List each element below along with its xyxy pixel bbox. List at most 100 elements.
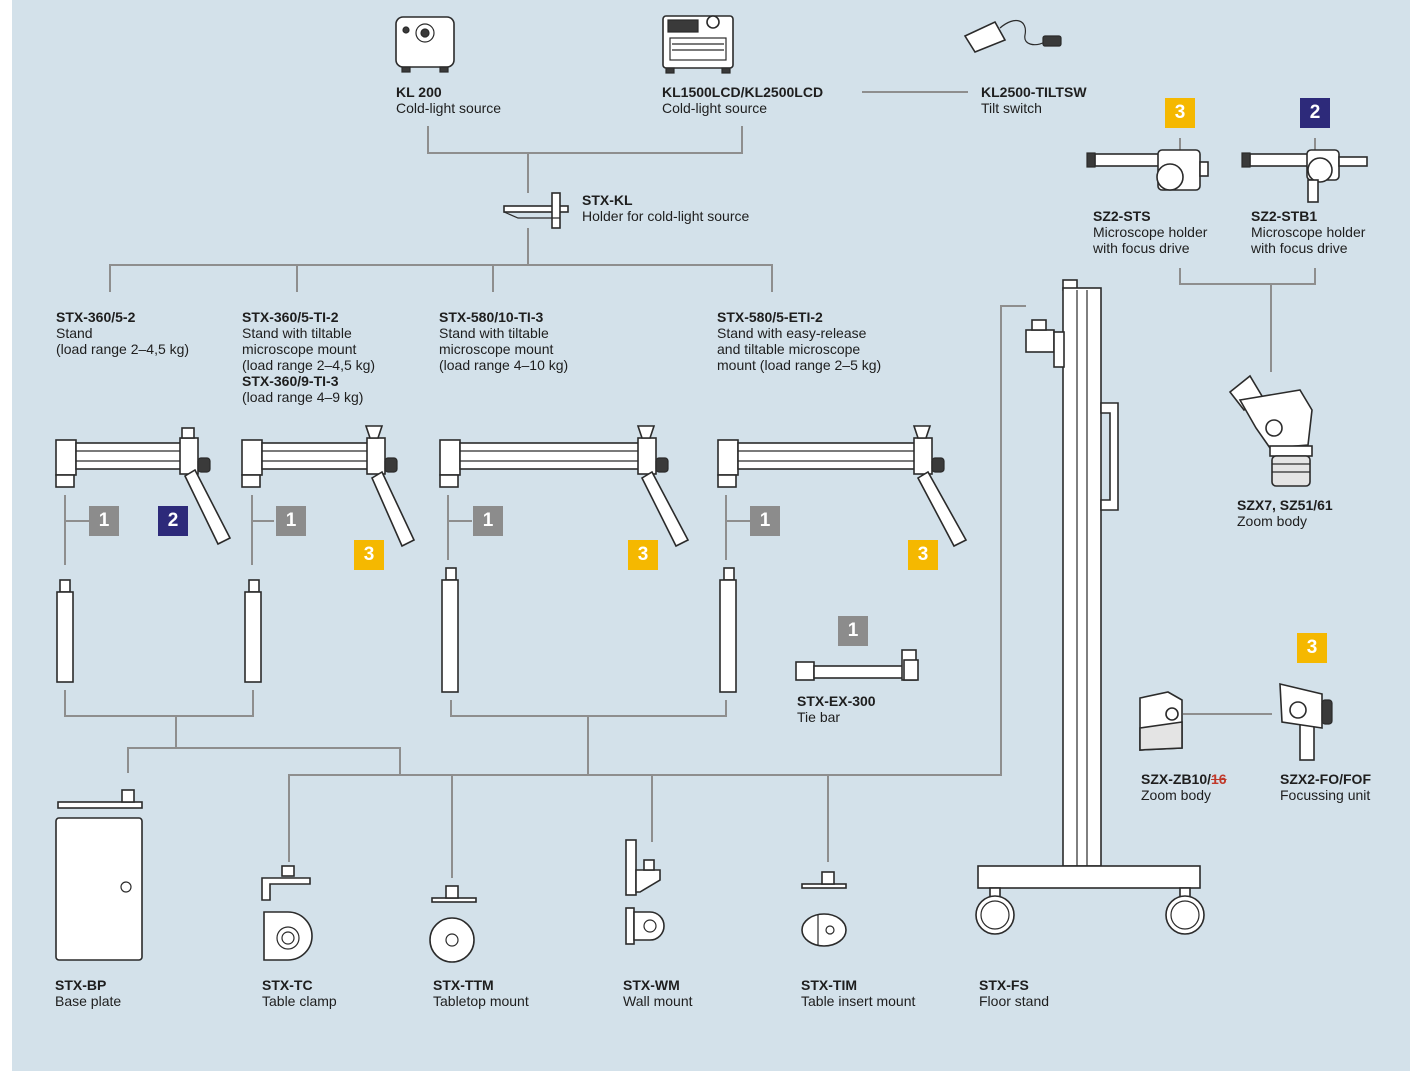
stxkl-desc: Holder for cold-light source [582,208,750,224]
szx2-fo-illustration [1279,682,1333,761]
stx360-52-desc1: Stand [56,325,93,341]
label-szx7: SZX7, SZ51/61 Zoom body [1237,497,1333,529]
label-stxfs: STX-FS Floor stand [979,977,1049,1009]
stx580-10-desc1: Stand with tiltable [439,325,549,341]
stand-stx580-10-illustration [439,425,690,548]
stx360-9ti-code: STX-360/9-TI-3 [242,373,339,389]
label-stx580-5: STX-580/5-ETI-2 Stand with easy-release … [717,309,881,373]
stxttm-desc: Tabletop mount [433,993,529,1009]
kl2500tilt-desc: Tilt switch [981,100,1042,116]
stxfs-code: STX-FS [979,977,1029,993]
label-kl1500: KL1500LCD/KL2500LCD Cold-light source [662,84,823,116]
badge-1-stand-b: 1 [276,506,306,536]
stx360-5ti-desc3: (load range 2–4,5 kg) [242,357,376,373]
sz2stb1-desc2: with focus drive [1251,240,1348,256]
sz2sts-desc1: Microscope holder [1093,224,1208,240]
szx2fo-desc: Focussing unit [1280,787,1371,803]
label-kl200: KL 200 Cold-light source [396,84,501,116]
stxkl-illustration [503,192,569,229]
szx7-code: SZX7, SZ51/61 [1237,497,1333,513]
stxbp-desc: Base plate [55,993,122,1009]
stx580-5-desc3: mount (load range 2–5 kg) [717,357,882,373]
badge-3-sz2sts: 3 [1165,98,1195,128]
stxfs-desc: Floor stand [979,993,1050,1009]
label-stx360-52: STX-360/5-2 Stand (load range 2–4,5 kg) [56,309,189,357]
stxtim-desc: Table insert mount [801,993,916,1009]
kl1500-desc: Cold-light source [662,100,768,116]
szx-zb10-illustration [1139,691,1183,751]
base-plate-illustration [55,789,143,961]
stx580-10-code: STX-580/10-TI-3 [439,309,544,325]
kl1500-illustration [662,15,734,74]
stxbp-code: STX-BP [55,977,107,993]
connector-lines [64,91,1316,878]
kl1500-code: KL1500LCD/KL2500LCD [662,84,824,100]
wall-mount-illustration [625,839,665,945]
stx580-10-desc3: (load range 4–10 kg) [439,357,569,373]
badge-1-stand-c: 1 [473,506,503,536]
label-sz2stb1: SZ2-STB1 Microscope holder with focus dr… [1251,208,1365,256]
badge-2-sz2stb1: 2 [1300,98,1330,128]
table-insert-mount-illustration [801,871,847,947]
szx2fo-code: SZX2-FO/FOF [1280,771,1371,787]
stx580-5-desc2: and tiltable microscope [717,341,861,357]
szx7-zoom-body-illustration [1228,374,1313,487]
badge-3-stand-b: 3 [354,540,384,570]
kl200-illustration [395,16,455,73]
szxzb10-desc: Zoom body [1141,787,1212,803]
stxtim-code: STX-TIM [801,977,857,993]
stx360-5ti-code: STX-360/5-TI-2 [242,309,339,325]
szxzb10-code-struck: 16 [1211,771,1227,787]
stxex-desc: Tie bar [797,709,841,725]
sz2stb1-illustration [1241,149,1368,203]
label-stxbp: STX-BP Base plate [55,977,121,1009]
badge-1-stand-a: 1 [89,506,119,536]
sz2sts-code: SZ2-STS [1093,208,1151,224]
sz2sts-desc2: with focus drive [1093,240,1190,256]
stxwm-code: STX-WM [623,977,680,993]
stand-stx580-5-illustration [717,425,968,548]
stand-stx360-5ti-illustration [241,425,416,548]
stx360-5ti-desc2: microscope mount [242,341,357,357]
badge-3-stand-c: 3 [628,540,658,570]
stxtc-desc: Table clamp [262,993,337,1009]
label-kl2500tilt: KL2500-TILTSW Tilt switch [981,84,1087,116]
label-szxzb10: SZX-ZB10/16 Zoom body [1141,771,1227,803]
label-szx2fo: SZX2-FO/FOF Focussing unit [1280,771,1371,803]
szx7-desc: Zoom body [1237,513,1308,529]
sz2sts-illustration [1086,149,1209,191]
stxkl-code: STX-KL [582,192,633,208]
stx360-9ti-desc: (load range 4–9 kg) [242,389,364,405]
szxzb10-code-main: SZX-ZB10/ [1141,771,1212,787]
table-clamp-illustration [261,865,313,961]
stxwm-desc: Wall mount [623,993,693,1009]
stx360-52-desc2: (load range 2–4,5 kg) [56,341,190,357]
stxex-code: STX-EX-300 [797,693,876,709]
stx360-5ti-desc1: Stand with tiltable [242,325,352,341]
szxzb10-code: SZX-ZB10/16 [1141,771,1227,787]
tilt-switch-illustration [963,19,1062,53]
sz2stb1-code: SZ2-STB1 [1251,208,1318,224]
label-stxex: STX-EX-300 Tie bar [797,693,876,725]
kl200-code: KL 200 [396,84,442,100]
stxtc-code: STX-TC [262,977,313,993]
stand-stx360-52-illustration [55,427,232,546]
tabletop-mount-illustration [429,885,477,963]
label-stxttm: STX-TTM Tabletop mount [433,977,529,1009]
sz2stb1-desc1: Microscope holder [1251,224,1366,240]
label-stxwm: STX-WM Wall mount [623,977,693,1009]
badge-1-stand-d: 1 [750,506,780,536]
stx580-10-desc2: microscope mount [439,341,554,357]
stx360-52-code: STX-360/5-2 [56,309,136,325]
label-sz2sts: SZ2-STS Microscope holder with focus dri… [1093,208,1207,256]
badge-3-stand-d: 3 [908,540,938,570]
tie-bar-illustration [795,649,919,681]
stx580-5-code: STX-580/5-ETI-2 [717,309,823,325]
label-stx360-5ti: STX-360/5-TI-2 Stand with tiltable micro… [242,309,375,405]
kl2500tilt-code: KL2500-TILTSW [981,84,1087,100]
badge-2-stand-a: 2 [158,506,188,536]
floor-stand-illustration [975,279,1205,935]
label-stxkl: STX-KL Holder for cold-light source [582,192,749,224]
stxttm-code: STX-TTM [433,977,494,993]
